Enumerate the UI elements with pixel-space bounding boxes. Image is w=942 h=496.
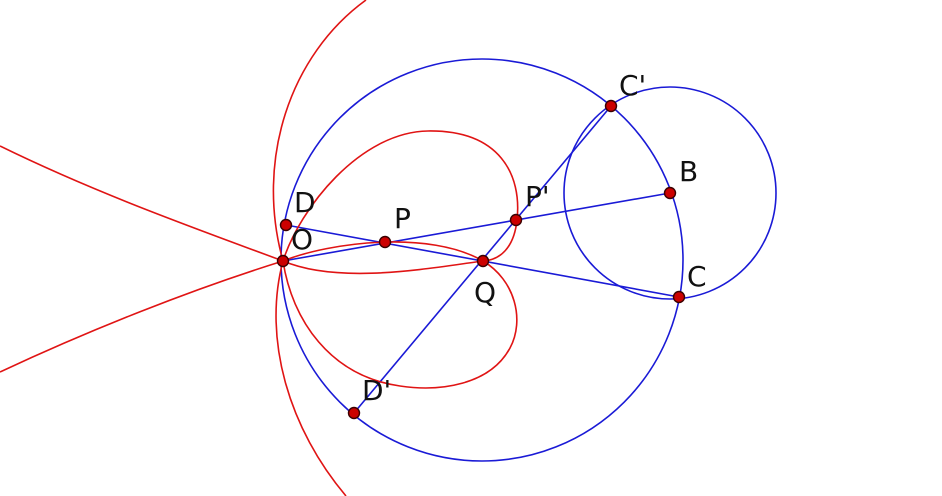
upper-left-branch [0,145,284,262]
label-O: O [291,223,313,256]
label-D-prime: D' [362,374,391,407]
point-C-prime [604,99,618,113]
label-P-prime: P' [525,180,550,213]
label-C-prime: C' [619,69,646,102]
point-Q [476,254,490,268]
upper-loop-curve [282,130,519,275]
lower-loop-curve [282,241,518,389]
point-P-prime [509,213,523,227]
lower-right-branch [275,260,347,496]
upper-right-branch [272,0,367,262]
label-C: C [687,260,707,293]
label-D: D [294,186,316,219]
label-P: P [394,202,411,235]
point-B [663,186,677,200]
point-D [279,218,293,232]
label-Q: Q [474,276,496,309]
point-O [276,254,290,268]
point-C [672,290,686,304]
point-D-prime [347,406,361,420]
circle-centered-at-B [563,86,777,300]
point-P [378,235,392,249]
label-B: B [679,155,698,188]
lower-left-branch [0,260,284,373]
segment-O-B [282,192,671,262]
